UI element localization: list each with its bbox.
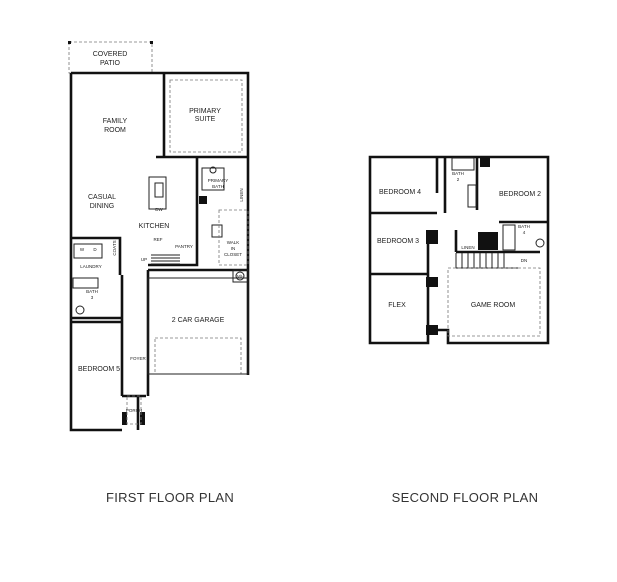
room-label-bath-4: BATH: [518, 224, 530, 229]
linen-label-2: LINEN: [461, 245, 474, 250]
room-label-bath-3-num: 3: [91, 295, 94, 300]
room-label-foyer: FOYER: [130, 356, 146, 361]
room-label-family-room-2: ROOM: [104, 127, 126, 134]
room-label-walk-in-closet-3: CLOSET: [224, 252, 242, 257]
second-floor-plan: BEDROOM 4 BATH 2 BEDROOM 2 BEDROOM 3 BAT…: [368, 155, 550, 345]
washer-label: W: [80, 247, 85, 252]
room-label-covered-patio: COVERED: [93, 51, 128, 58]
room-label-primary-suite-2: SUITE: [195, 116, 216, 123]
room-label-game-room: GAME ROOM: [471, 302, 516, 309]
kitchen-island: [148, 176, 167, 210]
dw-label: DW: [155, 207, 163, 212]
room-label-garage: 2 CAR GARAGE: [172, 317, 225, 324]
room-label-walk-in-closet-2: IN: [231, 246, 236, 251]
dryer-label: D: [93, 247, 97, 252]
coats-label: COATS: [112, 240, 117, 255]
room-label-primary-bath: PRIMARY: [208, 178, 228, 183]
room-label-casual-dining: CASUAL: [88, 194, 116, 201]
room-label-bedroom-5: BEDROOM 5: [78, 366, 120, 373]
room-label-bedroom-3: BEDROOM 3: [377, 238, 419, 245]
second-floor-plan-title: SECOND FLOOR PLAN: [392, 490, 539, 505]
room-label-primary-suite: PRIMARY: [189, 108, 221, 115]
bedroom-walls: [71, 236, 146, 398]
room-label-bath-4-num: 4: [523, 230, 526, 235]
room-label-primary-bath-2: BATH: [212, 184, 224, 189]
exterior-wall-left: [69, 73, 122, 432]
stairs-down-label: DN: [521, 258, 528, 263]
room-label-bedroom-2: BEDROOM 2: [499, 191, 541, 198]
room-label-porch: PORCH: [126, 408, 142, 413]
room-label-walk-in-closet: WALK: [227, 240, 240, 245]
linen-label: LINEN: [239, 188, 244, 201]
room-label-laundry: LAUNDRY: [80, 264, 101, 269]
room-label-bath-2: BATH: [452, 171, 464, 176]
second-floor-exterior: [368, 155, 550, 345]
room-label-bedroom-4: BEDROOM 4: [379, 189, 421, 196]
room-label-kitchen: KITCHEN: [139, 223, 170, 230]
room-label-covered-patio-2: PATIO: [100, 60, 121, 67]
ref-label: REF: [154, 237, 163, 242]
stairs-up-label: UP: [141, 257, 147, 262]
room-label-bath-2-num: 2: [457, 177, 460, 182]
primary-suite-wall: [156, 73, 248, 159]
water-heater-label: W/H: [236, 274, 245, 279]
first-floor-plan: COVERED PATIO FAMILY ROOM PRIMARY SUITE …: [68, 41, 250, 432]
second-floor-walls: [370, 157, 447, 330]
first-floor-plan-title: FIRST FLOOR PLAN: [106, 490, 234, 505]
room-label-family-room: FAMILY: [103, 118, 128, 125]
room-label-flex: FLEX: [388, 302, 406, 309]
room-label-casual-dining-2: DINING: [90, 203, 115, 210]
room-label-pantry: PANTRY: [175, 244, 193, 249]
room-label-bath-3: BATH: [86, 289, 98, 294]
